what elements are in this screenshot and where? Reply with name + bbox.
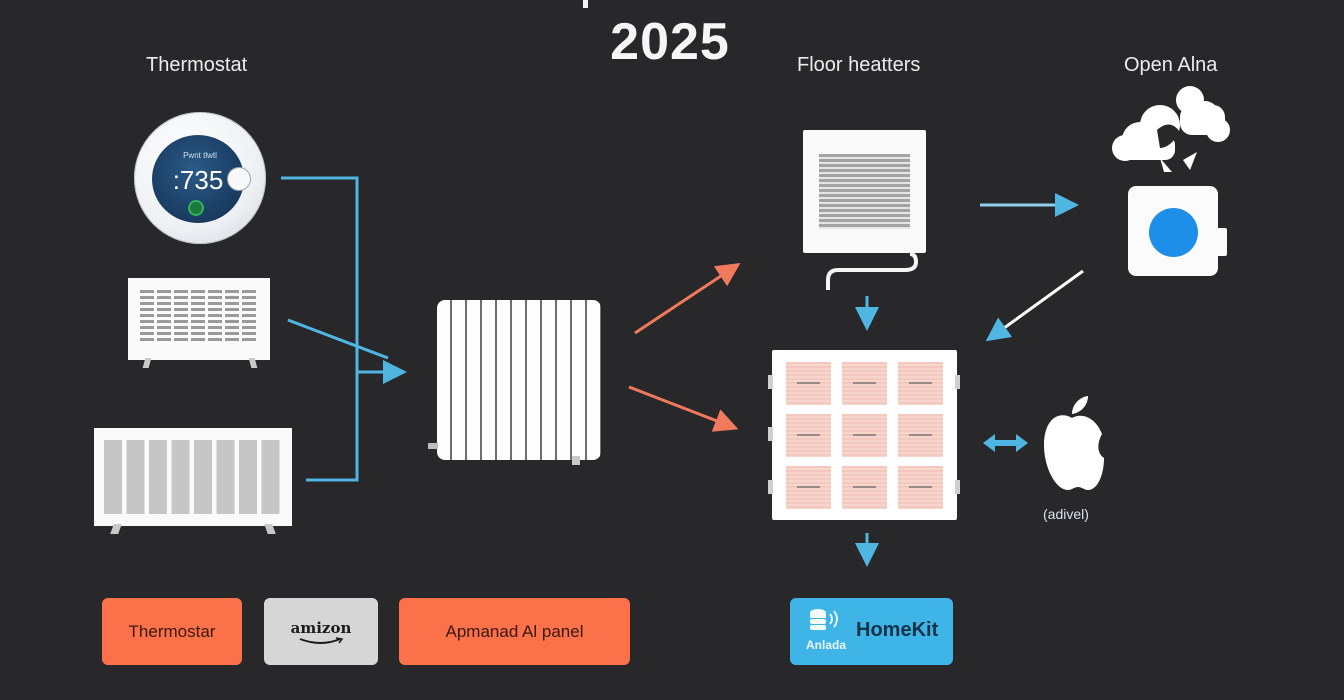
cloud-gap bbox=[1157, 124, 1180, 148]
radiator-foot bbox=[572, 456, 580, 465]
heating-panel-grid-icon bbox=[772, 350, 957, 520]
thermostat-temperature: :735 bbox=[172, 165, 224, 195]
title-year: 2025 bbox=[610, 13, 730, 71]
panel-clip bbox=[768, 375, 773, 389]
bracket-connector bbox=[281, 176, 407, 482]
homekit-button-label: HomeKit bbox=[856, 619, 939, 641]
amazon-smile-icon bbox=[299, 636, 344, 644]
space-heater-icon bbox=[128, 278, 270, 360]
panel-clip bbox=[955, 480, 960, 494]
leaf-icon bbox=[190, 202, 202, 214]
radiator-icon bbox=[437, 300, 601, 460]
label-open-ai: Open Alna bbox=[1124, 54, 1218, 76]
orange-arrows bbox=[628, 263, 741, 432]
bidirectional-arrow-icon bbox=[983, 434, 1028, 452]
ai-device-tab bbox=[1215, 228, 1227, 256]
amazon-logo-text: amizon bbox=[290, 618, 352, 637]
title-text-fragment bbox=[583, 0, 588, 8]
thermostat-screen-title: Pwnt tlwtl bbox=[183, 151, 217, 160]
panel-heater-icon bbox=[94, 428, 292, 526]
label-floor-heaters: Floor heatters bbox=[797, 54, 921, 76]
label-thermostat: Thermostat bbox=[146, 54, 248, 76]
ai-panel-button[interactable]: Apmanad Al panel bbox=[399, 598, 630, 665]
homekit-button[interactable]: Anlada HomeKit bbox=[790, 598, 953, 665]
apple-device-caption: (adivel) bbox=[1043, 506, 1089, 522]
panel-clip bbox=[768, 427, 773, 441]
homekit-database-icon bbox=[808, 608, 844, 641]
homekit-sublabel: Anlada bbox=[806, 638, 847, 652]
amazon-button[interactable]: amizon bbox=[264, 598, 378, 665]
thermostar-button[interactable]: Thermostar bbox=[102, 598, 242, 665]
panel-clip bbox=[768, 480, 773, 494]
floor-heater-icon bbox=[803, 130, 926, 253]
ai-device-indicator bbox=[1149, 208, 1198, 257]
arrow-from-ai bbox=[985, 269, 1084, 342]
panel-clip bbox=[955, 375, 960, 389]
ai-panel-button-label: Apmanad Al panel bbox=[445, 621, 584, 641]
radiator-valve bbox=[428, 443, 438, 449]
apple-icon bbox=[1044, 396, 1104, 490]
thermostat-knob-icon bbox=[228, 168, 250, 190]
thermostar-button-label: Thermostar bbox=[128, 621, 216, 641]
power-cable-icon bbox=[826, 252, 919, 290]
